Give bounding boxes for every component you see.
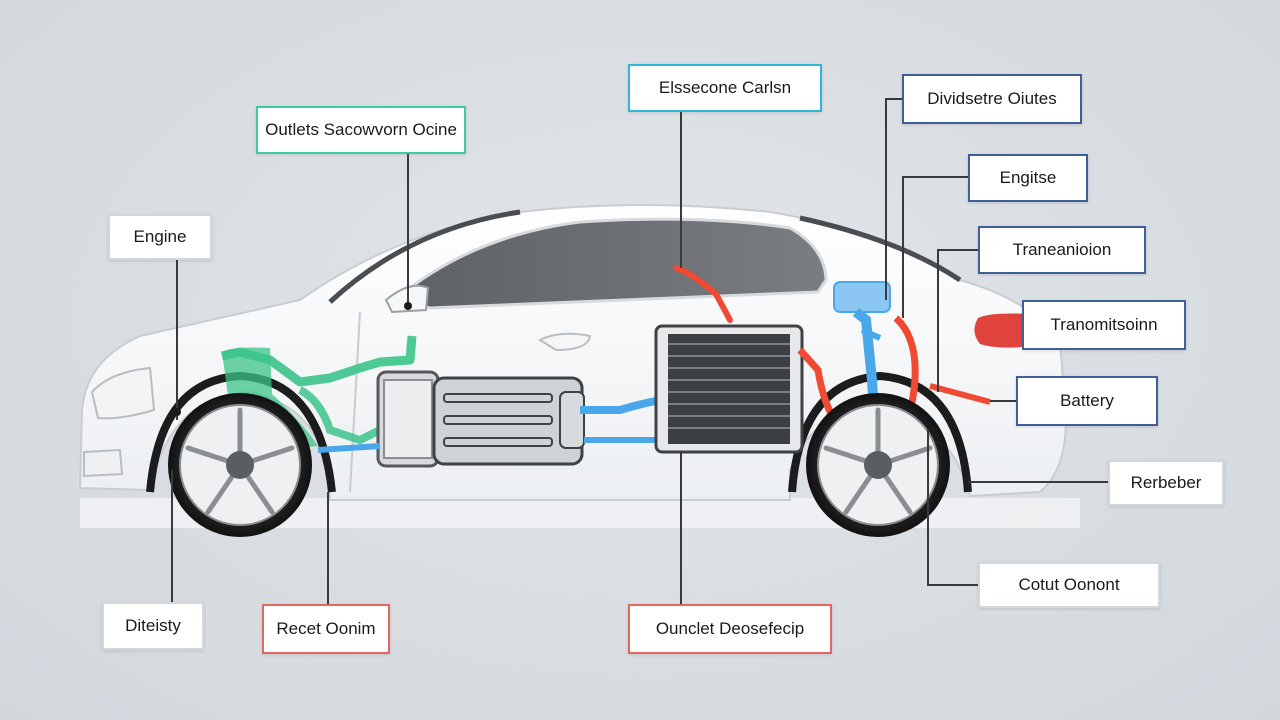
roof-trim-rear: [799, 215, 962, 283]
leader-top-right: [885, 98, 902, 300]
label-transmission-1: Traneanioion: [978, 226, 1146, 274]
label-bottom-center: Ounclet Deosefecip: [628, 604, 832, 654]
label-top-right: Dividsetre Oiutes: [902, 74, 1082, 124]
car-window: [391, 217, 828, 310]
leader-lines: [171, 98, 1108, 604]
label-engine-right: Engitse: [968, 154, 1088, 202]
label-bottom-right: Cotut Oonont: [978, 562, 1160, 608]
engine-block: [376, 370, 585, 468]
front-grille: [83, 448, 124, 478]
label-engine-left: Engine: [108, 214, 212, 260]
leader-bottom-right: [927, 430, 978, 586]
headlight: [90, 366, 156, 420]
tail-light: [974, 313, 1032, 348]
green-coolant-hose-lower: [298, 386, 382, 445]
roof-trim: [328, 209, 521, 304]
label-top-center: Elssecone Carlsn: [628, 64, 822, 112]
leader-engine-right: [902, 176, 968, 318]
label-bottom-red-left: Recet Oonim: [262, 604, 390, 654]
door-handle: [537, 332, 592, 352]
red-hot-pipe-top: [673, 265, 733, 323]
label-battery: Battery: [1016, 376, 1158, 426]
leader-transmission-1: [937, 249, 978, 392]
leader-dot-engine: [173, 408, 181, 416]
label-outlet-top: Outlets Sacowvorn Ocine: [256, 106, 466, 154]
label-radiator: Rerbeber: [1108, 460, 1224, 506]
front-wheel: [168, 393, 312, 537]
door-line: [349, 311, 361, 493]
leader-dot-outlet: [404, 302, 412, 310]
label-bottom-left: Diteisty: [102, 602, 204, 650]
radiator: [654, 324, 804, 454]
red-hot-pipe-exit: [929, 383, 991, 405]
label-transmission-2: Tranomitsoinn: [1022, 300, 1186, 350]
rear-wheel-arch: [788, 371, 972, 493]
blue-coolant-pipe-front: [317, 443, 381, 453]
rear-wheel: [806, 393, 950, 537]
